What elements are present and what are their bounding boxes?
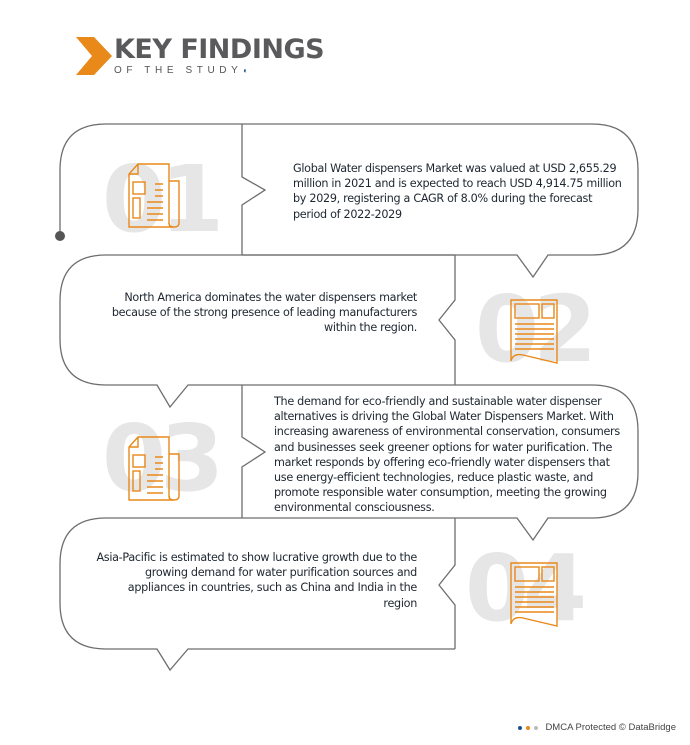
bubble-02-divider <box>438 255 456 385</box>
page-subtitle: OF THE STUDY◖ <box>114 65 247 76</box>
dmca-badge[interactable]: DMCA Protected © DataBridge <box>518 722 676 733</box>
bubble-03-outline <box>242 384 639 542</box>
finding-03-text: The demand for eco-friendly and sustaina… <box>274 395 620 515</box>
timeline-dot <box>55 231 65 241</box>
page-title: KEY FINDINGS <box>114 34 325 65</box>
newspaper-icon <box>128 436 180 501</box>
bubble-02-outline <box>59 254 455 409</box>
subtitle-text: OF THE STUDY <box>114 65 243 76</box>
chevron-logo-icon <box>76 37 112 75</box>
finding-04-text: Asia-Pacific is estimated to show lucrat… <box>96 551 417 610</box>
bubble-04-outline <box>59 517 455 672</box>
bubble-01-divider <box>241 124 267 255</box>
dot-icon <box>518 725 523 730</box>
finding-number-04: 04 <box>465 535 587 642</box>
document-icon <box>510 562 558 627</box>
document-icon <box>510 299 558 364</box>
footer-text: DMCA Protected © DataBridge <box>545 722 676 733</box>
bubble-03-divider <box>241 385 267 518</box>
bullet-icon: ◖ <box>242 66 248 75</box>
finding-number-03: 03 <box>102 405 224 512</box>
finding-02-text: North America dominates the water dispen… <box>111 291 417 335</box>
bubble-01-outline <box>59 123 639 279</box>
newspaper-icon <box>128 163 180 228</box>
finding-01-text: Global Water dispensers Market was value… <box>293 162 622 221</box>
dot-icon <box>534 725 539 730</box>
dot-icon <box>526 725 531 730</box>
bubble-04-divider <box>438 518 456 649</box>
